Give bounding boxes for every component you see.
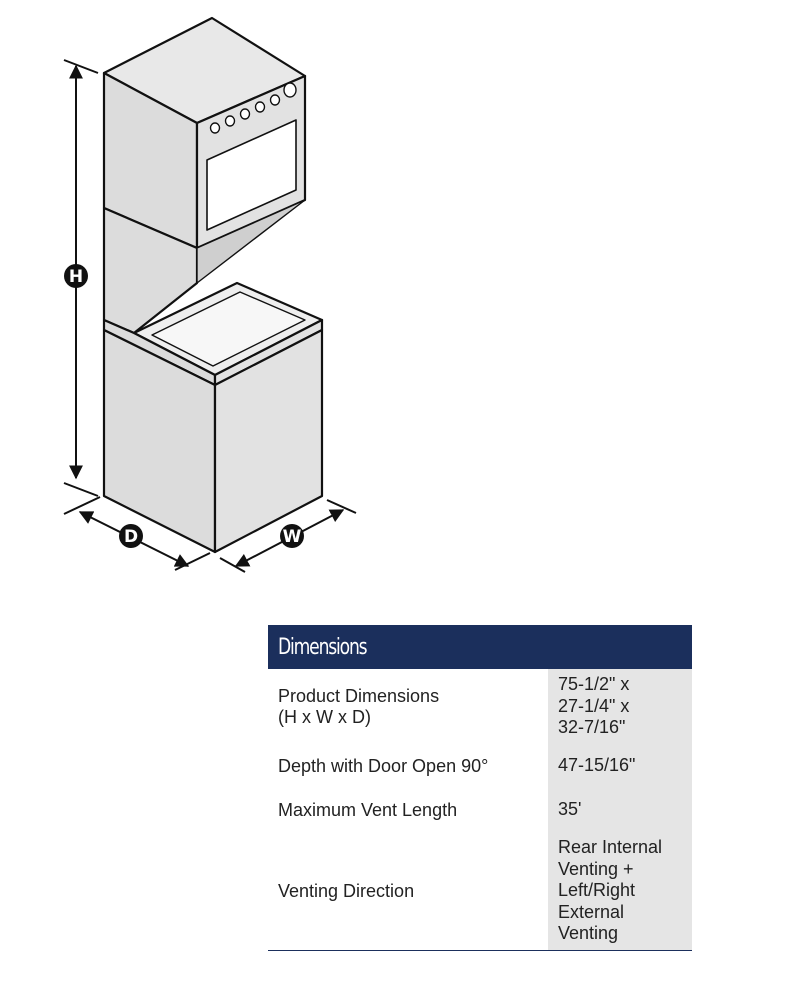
row-value: 75-1/2" x 27-1/4" x 32-7/16"	[548, 669, 692, 744]
table-bottom-rule	[268, 950, 692, 951]
row-value: 35'	[548, 788, 692, 832]
knob-icon	[239, 108, 251, 120]
height-badge-label: H	[69, 267, 83, 287]
washer-front	[213, 328, 324, 554]
table-row: Maximum Vent Length 35'	[268, 788, 692, 832]
height-badge	[64, 264, 88, 288]
row-label: Depth with Door Open 90°	[278, 755, 489, 776]
washer-lid	[151, 291, 306, 367]
table-title: Dimensions	[278, 634, 368, 660]
knob-icon	[269, 94, 281, 106]
appliance-diagram: H D W	[63, 16, 357, 573]
width-badge	[280, 524, 304, 548]
laundry-center-illustration	[102, 16, 324, 554]
cabinet-side-middle	[102, 206, 199, 335]
recess-back	[196, 199, 306, 284]
knob-icon	[209, 122, 221, 134]
knob-icon	[283, 82, 297, 98]
row-value: 47-15/16"	[548, 744, 692, 788]
row-label: Product Dimensions (H x W x D)	[278, 685, 440, 727]
row-value: Rear Internal Venting + Left/Right Exter…	[548, 832, 692, 950]
table-row: Product Dimensions (H x W x D) 75-1/2" x…	[268, 669, 692, 744]
row-label: Venting Direction	[278, 880, 415, 901]
row-label: Maximum Vent Length	[278, 799, 458, 820]
table-header: Dimensions	[268, 625, 692, 669]
table-row: Venting Direction Rear Internal Venting …	[268, 832, 692, 950]
depth-badge-label: D	[124, 527, 138, 547]
knob-icon	[254, 101, 266, 113]
dimensions-table: Dimensions Product Dimensions (H x W x D…	[268, 625, 692, 951]
width-badge-label: W	[283, 527, 302, 547]
dryer-door	[206, 119, 297, 231]
control-knobs	[209, 82, 297, 134]
knob-icon	[224, 115, 236, 127]
table-row: Depth with Door Open 90° 47-15/16"	[268, 744, 692, 788]
depth-badge	[119, 524, 143, 548]
